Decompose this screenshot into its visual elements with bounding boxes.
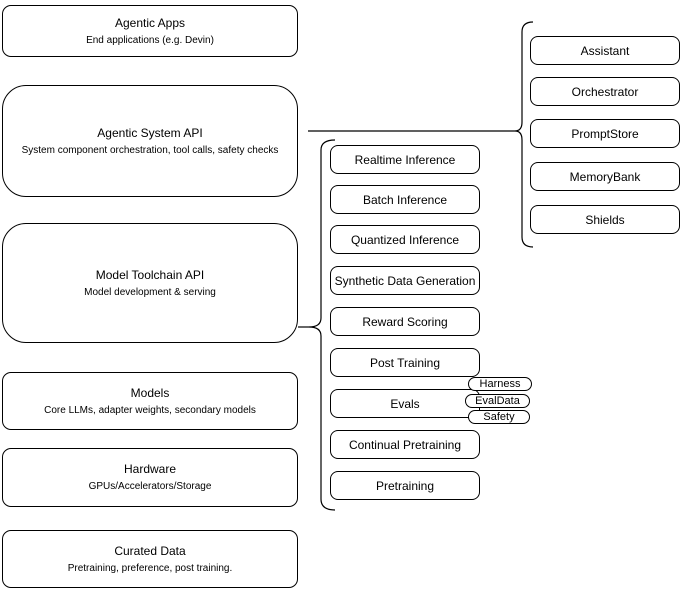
brace-toolchain [308,139,336,511]
node-title: Model Toolchain API [95,267,205,282]
tag-evaldata: EvalData [465,394,530,408]
node-reward-scoring: Reward Scoring [330,307,480,336]
node-label: Reward Scoring [362,314,448,329]
brace-system-components [514,21,534,248]
node-label: Synthetic Data Generation [334,273,476,288]
tag-label: Harness [479,378,521,390]
node-evals: Evals [330,389,480,418]
node-title: Hardware [123,462,177,476]
node-quantized-inference: Quantized Inference [330,225,480,254]
tag-harness: Harness [468,377,532,391]
node-label: Orchestrator [571,84,639,99]
node-curated-data: Curated Data Pretraining, preference, po… [2,530,298,588]
node-synthetic-data-generation: Synthetic Data Generation [330,266,480,295]
node-label: Post Training [369,355,441,370]
node-pretraining: Pretraining [330,471,480,500]
node-agentic-apps: Agentic Apps End applications (e.g. Devi… [2,5,298,57]
node-label: Quantized Inference [350,232,460,247]
node-label: Realtime Inference [354,152,456,167]
node-label: Pretraining [375,478,435,493]
node-label: MemoryBank [569,169,641,184]
node-label: PromptStore [571,126,639,141]
node-label: Continual Pretraining [348,437,462,452]
node-hardware: Hardware GPUs/Accelerators/Storage [2,448,298,507]
node-models: Models Core LLMs, adapter weights, secon… [2,372,298,430]
node-continual-pretraining: Continual Pretraining [330,430,480,459]
node-post-training: Post Training [330,348,480,377]
node-realtime-inference: Realtime Inference [330,145,480,174]
node-subtitle: Model development & serving [84,286,216,298]
tag-label: EvalData [475,395,520,407]
node-batch-inference: Batch Inference [330,185,480,214]
node-subtitle: GPUs/Accelerators/Storage [88,481,212,492]
node-assistant: Assistant [530,36,680,65]
tag-label: Safety [483,411,515,423]
node-title: Curated Data [114,543,186,558]
node-memorybank: MemoryBank [530,162,680,191]
node-subtitle: Core LLMs, adapter weights, secondary mo… [44,404,256,416]
node-model-toolchain-api: Model Toolchain API Model development & … [2,223,298,343]
node-promptstore: PromptStore [530,119,680,148]
node-agentic-system-api: Agentic System API System component orch… [2,85,298,197]
node-label: Shields [585,212,625,227]
tag-safety: Safety [468,410,530,424]
node-subtitle: System component orchestration, tool cal… [21,144,279,156]
node-label: Evals [390,396,420,411]
node-shields: Shields [530,205,680,234]
node-subtitle: Pretraining, preference, post training. [67,562,233,574]
node-title: Agentic Apps [114,15,186,30]
node-title: Models [130,385,170,400]
node-subtitle: End applications (e.g. Devin) [86,34,214,46]
node-label: Assistant [580,43,630,58]
node-orchestrator: Orchestrator [530,77,680,106]
node-title: Agentic System API [97,125,203,140]
node-label: Batch Inference [362,192,448,207]
